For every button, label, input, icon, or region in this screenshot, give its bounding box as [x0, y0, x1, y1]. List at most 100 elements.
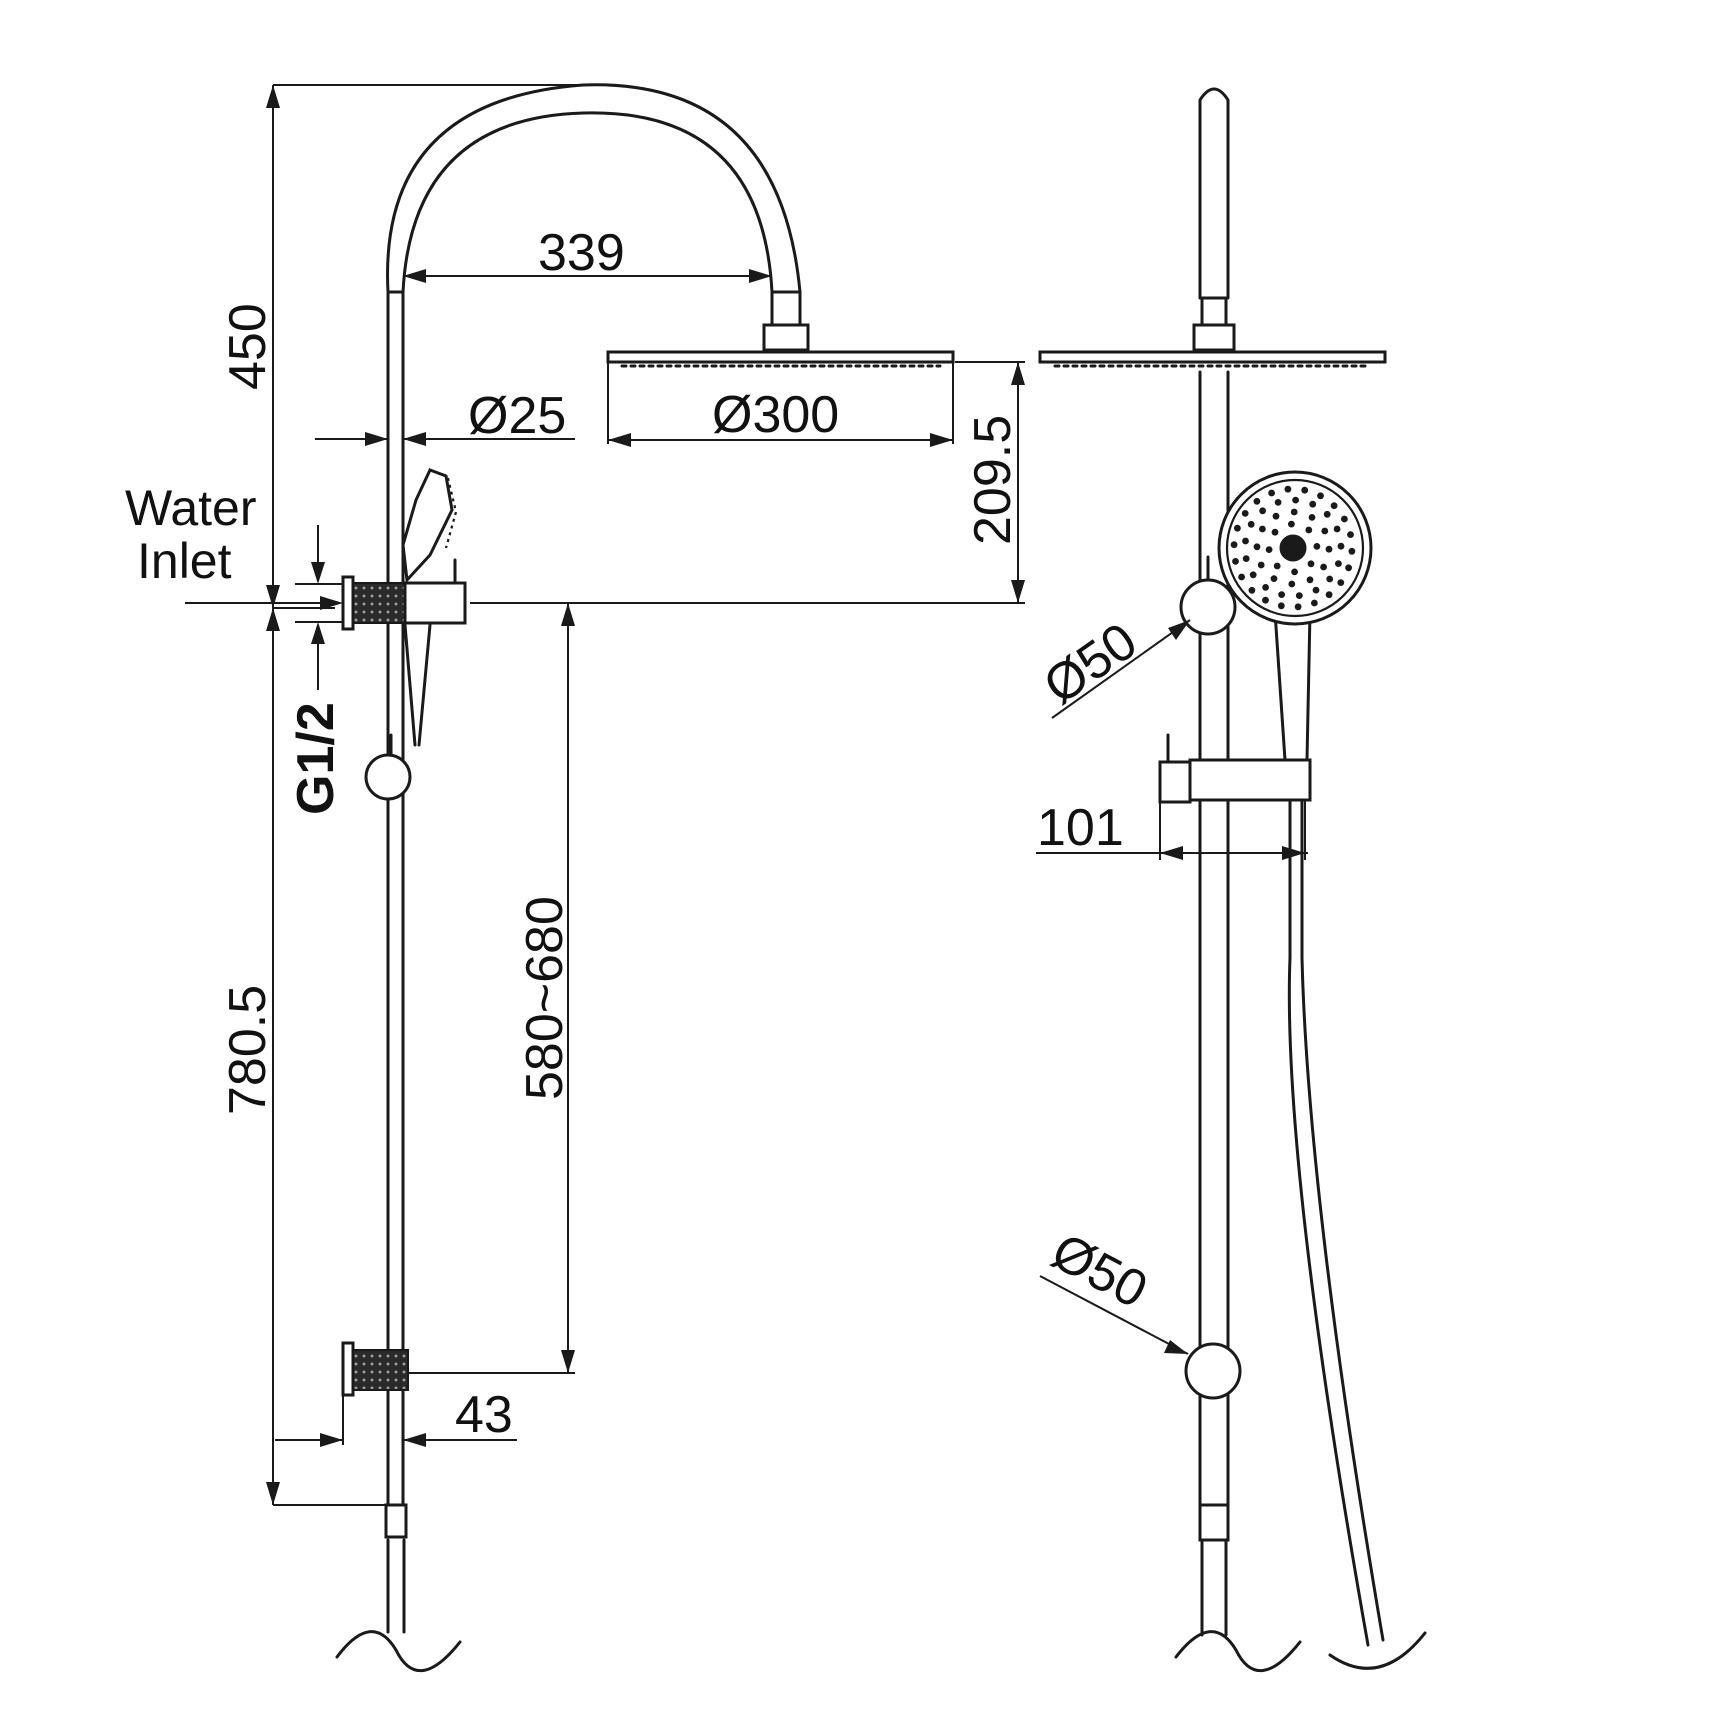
- spray-nozzle-dot: [1305, 526, 1313, 534]
- rail-bottom-cap: [384, 1503, 408, 1539]
- dim-780-arrow-bottom: [266, 1482, 280, 1505]
- spray-nozzle-dot: [1273, 562, 1281, 570]
- spray-nozzle-dot: [1234, 524, 1241, 532]
- dim-339-arrow-right: [749, 269, 772, 283]
- spray-nozzle-dot: [1312, 586, 1320, 594]
- side-arm-tube: [1198, 87, 1230, 300]
- spray-nozzle-dot: [1271, 528, 1279, 536]
- label-339: 339: [538, 224, 625, 282]
- dim-101-arrow-right: [1282, 846, 1305, 860]
- gooseneck-arm: [386, 83, 802, 294]
- spray-nozzle-dot: [1313, 543, 1321, 550]
- dim-780-arrow-top: [266, 608, 280, 631]
- water-inlet-arrowhead: [320, 596, 343, 610]
- hand-shower-side: [401, 468, 454, 584]
- spray-nozzle-dot: [1290, 508, 1298, 516]
- spray-nozzle-dot: [1262, 584, 1269, 591]
- label-inlet: Inlet: [137, 533, 232, 589]
- spray-nozzle-dot: [1265, 546, 1273, 553]
- dim-209-arrow-bottom: [1011, 580, 1025, 603]
- shower-arm-nut: [762, 323, 810, 352]
- spray-nozzle-dot: [1259, 525, 1266, 533]
- floor-break-side: [1174, 1630, 1427, 1672]
- dim-209-arrow-top: [1011, 362, 1025, 385]
- label-43: 43: [455, 1386, 513, 1444]
- side-top-knob: [1179, 578, 1237, 636]
- spray-nozzle-dot: [1268, 489, 1275, 497]
- dim-300-line: [607, 362, 954, 444]
- hand-shower-handle: [403, 623, 432, 747]
- hose-front: [386, 1538, 406, 1634]
- dim-580-arrow-top: [561, 603, 575, 626]
- dim-50-top-leader: [1051, 619, 1191, 719]
- front-view: [335, 83, 955, 1672]
- spray-nozzle-dot: [1320, 563, 1327, 571]
- side-bottom-knob: [1184, 1342, 1242, 1400]
- spray-nozzle-dot: [1330, 502, 1338, 510]
- side-arm-connector: [1200, 296, 1228, 327]
- spray-nozzle-dot: [1294, 603, 1302, 611]
- spray-nozzle-dot: [1242, 537, 1249, 545]
- spray-nozzle-dot: [1270, 575, 1278, 582]
- g-half-arrow-bottom: [311, 622, 325, 644]
- dim-780-line: [272, 608, 388, 1506]
- side-bottom-hose: [1200, 1538, 1228, 1637]
- dim-450-arrow-top: [266, 85, 280, 108]
- spray-nozzle-dot: [1248, 586, 1256, 594]
- spray-nozzle-dot: [1335, 560, 1342, 567]
- dim-580-arrow-bottom: [561, 1350, 575, 1373]
- dim-300-arrow-left: [608, 433, 631, 447]
- label-300: Ø300: [712, 386, 839, 444]
- dim-43-arrow-left: [320, 1433, 343, 1447]
- spray-nozzle-dot: [1257, 561, 1265, 569]
- spray-nozzle-dot: [1317, 492, 1324, 500]
- side-slider-lever: [1158, 760, 1192, 804]
- side-view: [1038, 87, 1427, 1672]
- label-50-top: Ø50: [1034, 612, 1148, 716]
- spray-nozzle-dot: [1309, 500, 1317, 508]
- spray-nozzle-dot: [1238, 573, 1245, 581]
- spray-nozzle-dot: [1249, 571, 1257, 579]
- label-25: Ø25: [468, 387, 566, 445]
- slider-knob: [364, 753, 412, 801]
- spray-nozzle-dot: [1348, 547, 1356, 555]
- spray-nozzle-dot: [1323, 510, 1331, 518]
- side-holder-clip: [1288, 798, 1304, 960]
- label-209-5: 209.5: [964, 415, 1022, 545]
- spray-nozzle-dot: [1242, 555, 1250, 562]
- spray-nozzle-dot: [1337, 542, 1345, 550]
- spray-nozzle-dot: [1232, 558, 1239, 565]
- spray-nozzle-dot: [1345, 564, 1352, 572]
- label-101: 101: [1037, 799, 1124, 857]
- label-50-bottom: Ø50: [1042, 1222, 1156, 1319]
- dim-50-bottom-arrow: [1164, 1340, 1188, 1354]
- dim-50-top-arrow: [1168, 620, 1190, 640]
- spray-nozzle-dot: [1288, 580, 1296, 588]
- spray-nozzle-dot: [1277, 602, 1285, 610]
- spray-nozzle-dot: [1307, 560, 1315, 568]
- spray-nozzle-dot: [1341, 515, 1348, 523]
- spray-nozzle-dot: [1333, 525, 1341, 533]
- floor-break-front: [335, 1630, 462, 1672]
- spray-nozzle-dot: [1325, 591, 1333, 599]
- dim-43-arrow-right: [403, 1433, 426, 1447]
- label-580-680: 580~680: [516, 896, 574, 1100]
- spray-nozzle-dot: [1284, 485, 1292, 493]
- diverter-body: [403, 581, 467, 625]
- spray-nozzle-dot: [1241, 510, 1249, 517]
- spray-nozzle-dot: [1291, 568, 1298, 576]
- spray-nozzle-dot: [1230, 541, 1238, 549]
- spray-center-button: [1279, 534, 1307, 562]
- label-450: 450: [219, 303, 277, 390]
- g-half-arrow-top: [311, 562, 325, 584]
- spray-nozzle-dot: [1326, 575, 1334, 583]
- dim-580-line: [408, 603, 575, 1374]
- side-hand-shower-rim: [1225, 478, 1365, 618]
- spray-nozzle-dot: [1321, 527, 1329, 535]
- spray-nozzle-dot: [1325, 545, 1333, 553]
- dim-300-arrow-right: [930, 433, 953, 447]
- side-hose: [1287, 956, 1385, 1647]
- dim-209-line: [470, 361, 1025, 604]
- side-arm-nut: [1192, 323, 1236, 352]
